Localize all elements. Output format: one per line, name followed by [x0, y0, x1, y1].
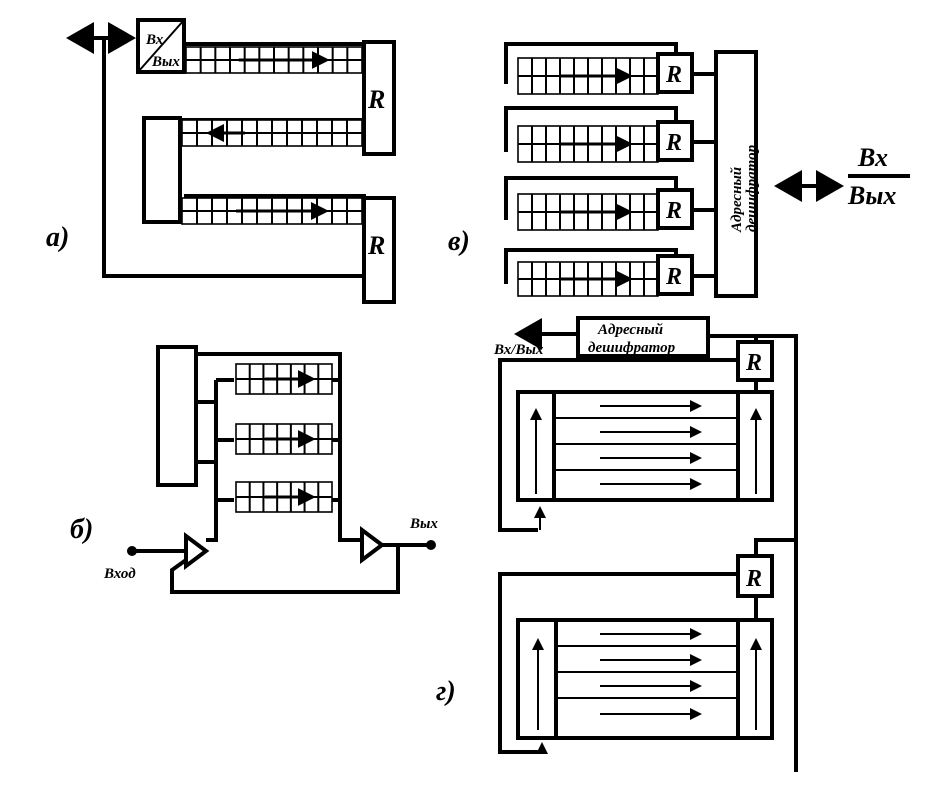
shift-register-v1: [517, 57, 659, 95]
register-label-1: R: [367, 85, 385, 114]
row-v1: R: [504, 42, 716, 95]
address-decoder-g-line1: Адресный: [597, 322, 663, 338]
row-v3: R: [504, 176, 716, 231]
output-label: Вых: [409, 516, 438, 532]
address-decoder-v-line1: Адресный: [729, 167, 745, 233]
shift-register-v2: [517, 125, 659, 163]
register-label-v3: R: [665, 198, 682, 224]
register-label-v4: R: [665, 264, 682, 290]
figure-a: Вх Вых R R а): [46, 18, 396, 304]
io-switch-bottom-label: Вых: [151, 54, 180, 70]
address-decoder-v: [714, 50, 758, 298]
loop-box: [142, 116, 182, 224]
register-label-v2: R: [665, 130, 682, 156]
row-v2: R: [504, 106, 716, 163]
address-decoder-v-line2: дешифратор: [744, 144, 760, 232]
figure-g: Адресный дешифратор Вх/Вых R R: [436, 316, 798, 772]
io-top-label: Вх: [857, 143, 888, 172]
label-v: в): [448, 226, 470, 257]
output-buffer: [360, 526, 386, 564]
shift-register-v3: [517, 193, 659, 231]
memory-matrix-g2: [516, 618, 774, 740]
register-box-1: [362, 40, 396, 156]
shift-register-a3: [181, 197, 363, 225]
figure-v: R R R R Адресный дешифратор: [448, 42, 910, 298]
shift-register-b3: [235, 481, 333, 513]
figure-b: Вход Вых б): [70, 345, 438, 594]
register-label-v1: R: [665, 62, 682, 88]
register-label-g2: R: [745, 566, 762, 592]
input-buffer: [184, 532, 210, 570]
io-bottom-label: Вых: [847, 181, 896, 210]
shift-register-b1: [235, 363, 333, 395]
shift-register-a1: [185, 46, 363, 74]
label-g: г): [436, 676, 456, 707]
shift-register-b2: [235, 423, 333, 455]
address-decoder-g-line2: дешифратор: [588, 340, 676, 356]
label-a: а): [46, 222, 69, 253]
select-box: [156, 345, 198, 487]
register-box-2: [362, 196, 396, 304]
row-v4: R: [504, 248, 716, 297]
shift-register-a2: [181, 119, 363, 147]
register-label-2: R: [367, 231, 385, 260]
shift-register-v4: [517, 261, 659, 297]
label-b: б): [70, 514, 93, 545]
register-label-g1: R: [745, 350, 762, 376]
io-label-g: Вх/Вых: [493, 342, 544, 358]
output-terminal: [426, 540, 436, 550]
input-label: Вход: [103, 566, 136, 582]
io-switch-top-label: Вх: [145, 32, 164, 48]
